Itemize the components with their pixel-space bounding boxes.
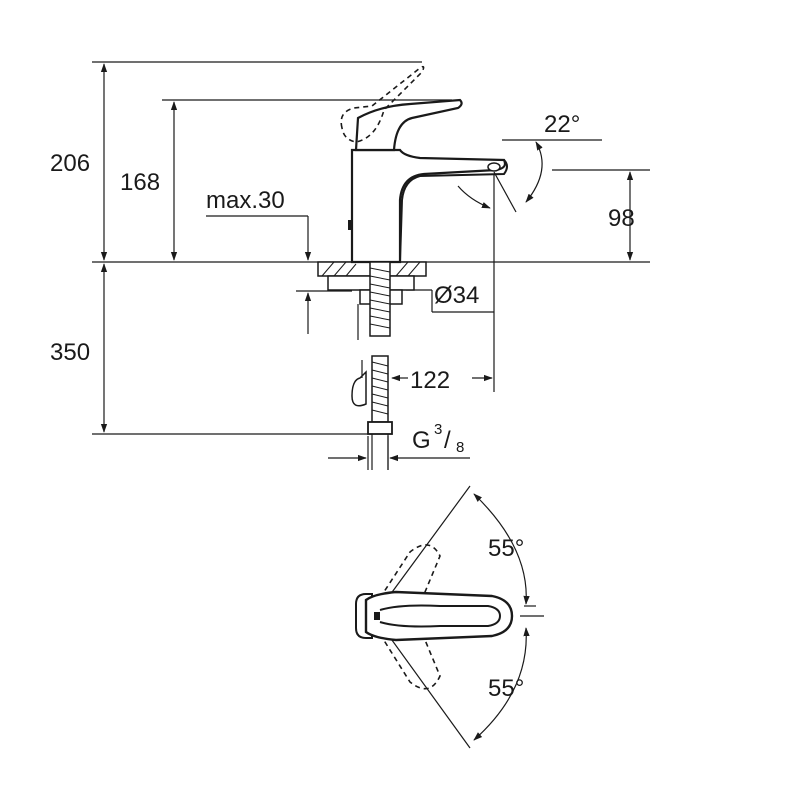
dim-thread-label: G [412, 427, 431, 454]
dim-168-label: 168 [120, 169, 160, 196]
swing-upper-label: 55° [488, 535, 524, 562]
dim-98-label: 98 [608, 205, 635, 232]
dim-d34-label: Ø34 [434, 282, 479, 309]
dim-max30-label: max.30 [206, 187, 285, 214]
faucet-side-view [317, 65, 508, 470]
dim-thread-slash: / [444, 427, 451, 454]
faucet-top-view [355, 485, 544, 749]
dim-thread-denominator: 8 [456, 439, 464, 456]
dim-22deg-label: 22° [544, 111, 580, 138]
dim-thread-numerator: 3 [434, 421, 442, 438]
dim-206-label: 206 [50, 150, 90, 177]
swing-lower-label: 55° [488, 675, 524, 702]
dimension-labels: 206 168 max.30 98 22° Ø34 350 122 G 3 / … [50, 111, 635, 456]
angle-marker [457, 139, 602, 213]
swing-labels: 55° 55° [488, 535, 524, 702]
dim-350-label: 350 [50, 339, 90, 366]
dim-122-label: 122 [410, 367, 450, 394]
